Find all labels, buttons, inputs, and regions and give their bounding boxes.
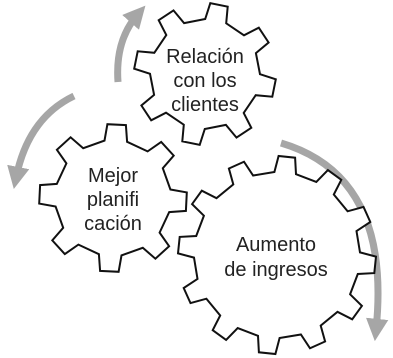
gear-relacion-clientes [133,2,277,146]
gear-label-ingresos-line2: de ingresos [224,259,327,281]
cycle-arrow-left [7,92,76,189]
gear-aumento-ingresos [176,154,378,356]
gear-mejor-planificacion [38,123,188,273]
gear-label-relacion-line2: con los [173,70,236,92]
gear-label-planificacion-line1: Mejor [88,165,138,187]
gear-label-ingresos-line1: Aumento [236,234,316,256]
gear-label-relacion-line1: Relación [166,46,244,68]
gear-label-planificacion-line3: cación [84,213,142,235]
gear-label-relacion-line3: clientes [171,94,239,116]
gear-label-planificacion-line2: planifi [87,189,139,211]
cycle-arrow-right [280,139,389,342]
cycle-arrow-top [114,5,146,83]
